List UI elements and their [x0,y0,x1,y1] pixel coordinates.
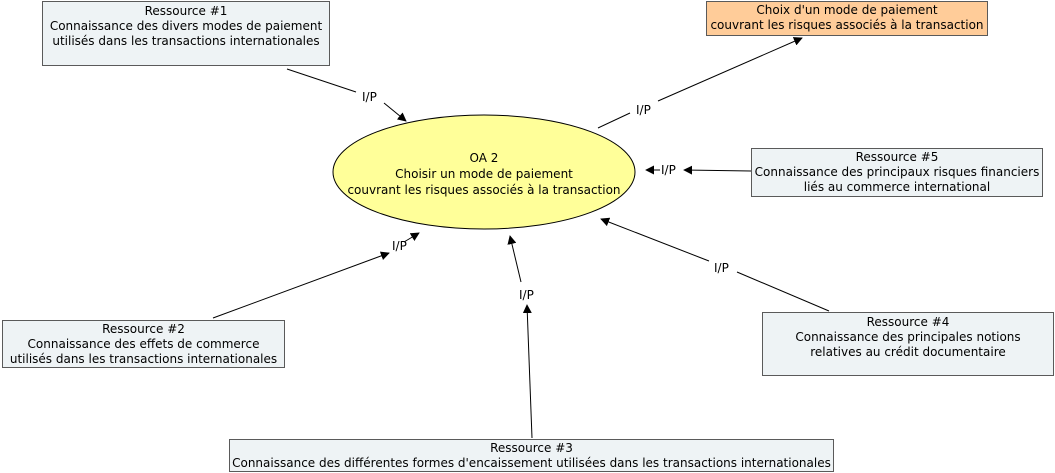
resource-line: Connaissance des principales notions [795,330,1021,344]
resource-box-3[interactable]: Ressource #3 Connaissance des différente… [229,439,834,472]
connector-out-a [597,112,631,129]
resource-box-4[interactable]: Ressource #4 Connaissance des principale… [762,312,1054,376]
resource-line: Connaissance des différentes formes d'en… [232,456,831,470]
objective-oval [332,114,636,230]
connector-r4-a [736,271,830,312]
output-box[interactable]: Choix d'un mode de paiement couvrant les… [706,1,988,36]
objective-line-1: Choisir un mode de paiement [395,167,573,181]
resource-line: Connaissance des principaux risques fina… [754,165,1040,179]
resource-title: Ressource #5 [855,150,939,164]
resource-box-1[interactable]: Ressource #1 Connaissance des divers mod… [42,1,330,66]
resource-title: Ressource #3 [490,441,573,455]
connector-r1-a [286,68,357,93]
connector-r2-b [403,232,420,243]
connector-label-r4: I/P [714,261,729,275]
resource-line: utilisés dans les transactions internati… [52,34,320,48]
resource-line: utilisés dans les transactions internati… [9,352,278,366]
output-line-1: Choix d'un mode de paiement [756,3,938,17]
resource-box-2[interactable]: Ressource #2 Connaissance des effets de … [2,320,285,368]
connector-label-r3: I/P [519,288,534,302]
connector-r5-a [683,165,752,175]
connector-label-r2: I/P [392,239,407,253]
connector-out-b [657,37,803,102]
objective-code: OA 2 [469,151,499,165]
resource-line: liés au commerce international [803,180,991,194]
resource-line: relatives au crédit documentaire [810,345,1006,359]
resource-title: Ressource #2 [102,322,185,336]
resource-title: Ressource #4 [866,315,950,329]
connector-label-output: I/P [636,103,651,117]
output-line-2: couvrant les risques associés à la trans… [710,18,984,32]
connector-r3-b [507,235,522,283]
connector-label-r1: I/P [362,90,377,104]
resource-line: Connaissance des divers modes de paiemen… [49,19,323,33]
objective-text: OA 2 Choisir un mode de paiement couvran… [333,150,635,198]
resource-line: Connaissance des effets de commerce [27,337,260,351]
connector-r3-a [522,304,533,439]
connector-r2-a [212,251,390,319]
connector-r1-b [383,102,407,122]
connector-label-r5: I/P [661,163,676,177]
resource-box-5[interactable]: Ressource #5 Connaissance des principaux… [751,148,1043,197]
objective-line-2: couvrant les risques associés à la trans… [347,183,621,197]
connector-r4-b [600,217,710,262]
resource-title: Ressource #1 [144,4,228,18]
